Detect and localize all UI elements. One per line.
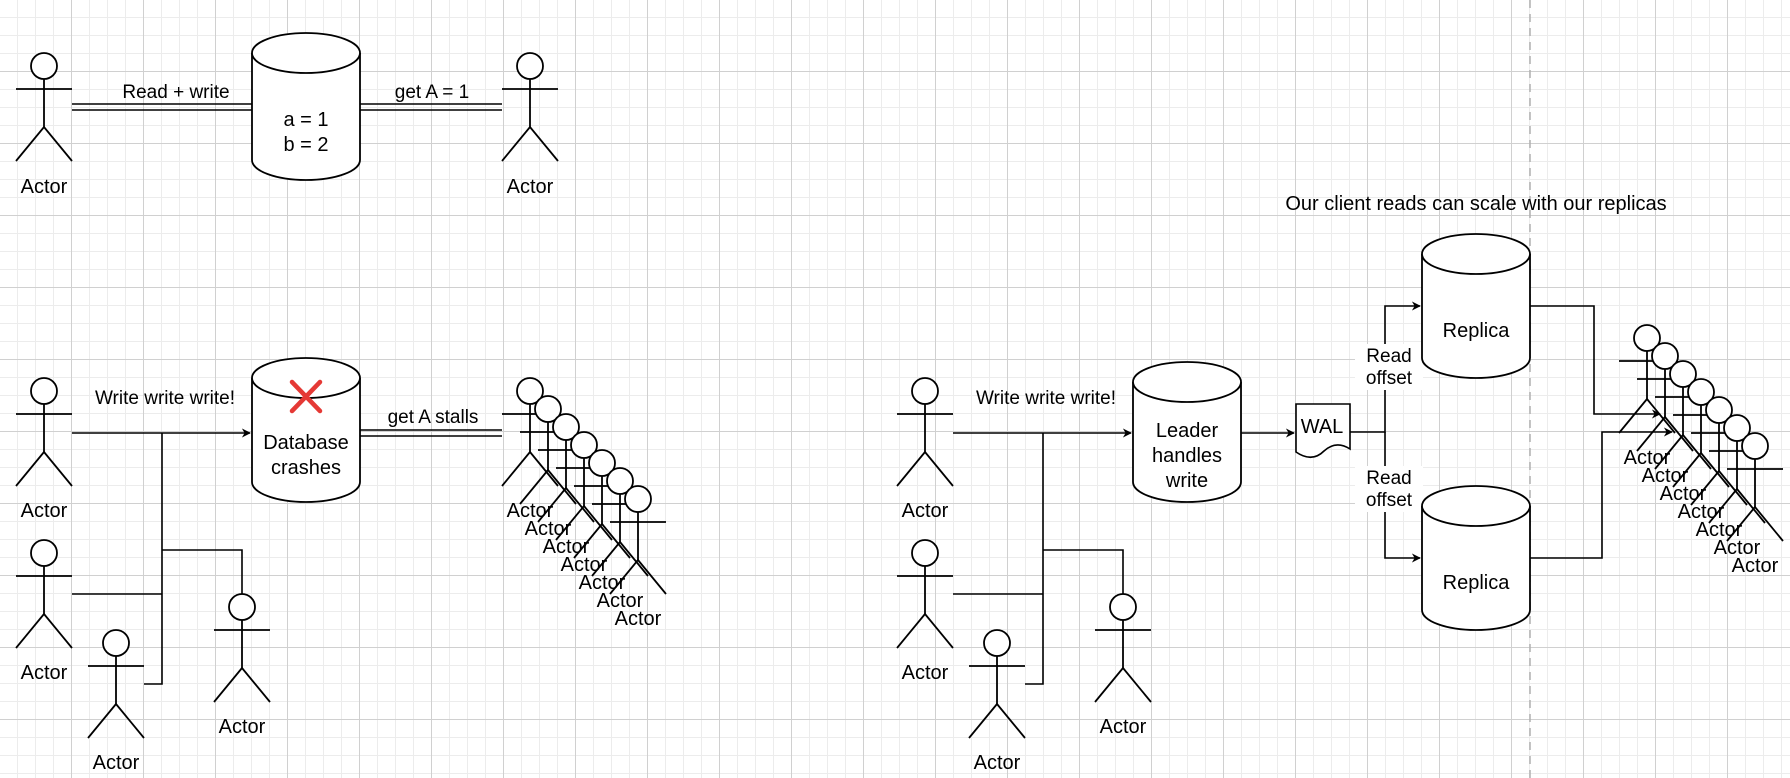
replica-read-connectors[interactable] bbox=[1530, 305, 1673, 559]
crashed-database[interactable] bbox=[251, 357, 361, 503]
actor-label: Actor bbox=[21, 176, 68, 198]
leader-write-connectors[interactable] bbox=[953, 428, 1132, 685]
edge-label-write-write: Write write write! bbox=[95, 388, 235, 409]
stalled-reader-actor-2[interactable] bbox=[519, 395, 577, 505]
edge-label-bg bbox=[1355, 344, 1423, 390]
get-a-connector[interactable] bbox=[360, 103, 502, 111]
stalled-reader-actor-6[interactable] bbox=[591, 467, 649, 577]
leader-database[interactable] bbox=[1132, 361, 1242, 503]
stalled-read-connector[interactable] bbox=[360, 429, 502, 437]
replica-label-bottom: Replica bbox=[1443, 572, 1511, 594]
edge-label-get-a: get A = 1 bbox=[395, 82, 470, 103]
leader-label-line1: Leader bbox=[1156, 420, 1219, 442]
top-right-actor[interactable] bbox=[501, 52, 559, 162]
client-actor-1[interactable] bbox=[896, 377, 954, 487]
edge-label-read-write: Read + write bbox=[122, 82, 229, 103]
client-actor-4[interactable] bbox=[1094, 593, 1152, 703]
actor-label: Actor bbox=[219, 716, 266, 738]
wal-label: WAL bbox=[1301, 416, 1344, 438]
writer-actor-1[interactable] bbox=[15, 377, 73, 487]
writer-actor-3[interactable] bbox=[87, 629, 145, 739]
actor-label: Actor bbox=[902, 500, 949, 522]
read-write-connector[interactable] bbox=[72, 103, 252, 111]
client-actor-3[interactable] bbox=[968, 629, 1026, 739]
write-connectors[interactable] bbox=[72, 428, 251, 685]
actor-label: Actor bbox=[507, 176, 554, 198]
edge-label-write-write: Write write write! bbox=[976, 388, 1116, 409]
writer-actor-2[interactable] bbox=[15, 539, 73, 649]
edge-label-read-offset-bottom: Read bbox=[1366, 468, 1411, 489]
replica-database-bottom[interactable] bbox=[1421, 485, 1531, 631]
actor-label: Actor bbox=[902, 662, 949, 684]
edge-label-read-offset-top: offset bbox=[1366, 368, 1413, 389]
actor-label: Actor bbox=[93, 752, 140, 774]
leader-label-line2: handles bbox=[1152, 445, 1222, 467]
stalled-reader-actor-3[interactable] bbox=[537, 413, 595, 523]
replica-reader-actor-6[interactable] bbox=[1708, 414, 1766, 524]
stalled-reader-actor-4[interactable] bbox=[555, 431, 613, 541]
crash-x-icon bbox=[289, 379, 323, 414]
edge-label-bg bbox=[1355, 466, 1423, 512]
edge-label-read-offset-bottom: offset bbox=[1366, 490, 1413, 511]
edge-label-read-offset-top: Read bbox=[1366, 346, 1411, 367]
actor-label: Actor bbox=[1100, 716, 1147, 738]
actor-label: Actor bbox=[974, 752, 1021, 774]
replica-reader-actor-7[interactable] bbox=[1726, 432, 1784, 542]
wal-document[interactable] bbox=[1295, 403, 1351, 459]
replica-database-top[interactable] bbox=[1421, 233, 1531, 379]
top-left-actor[interactable] bbox=[15, 52, 73, 162]
actor-label: Actor bbox=[615, 608, 662, 630]
stalled-reader-actor-7[interactable] bbox=[609, 485, 667, 595]
actor-label: Actor bbox=[597, 590, 644, 612]
db-label-line1: Database bbox=[263, 432, 349, 454]
db-label-line2: crashes bbox=[271, 457, 341, 479]
actor-label: Actor bbox=[1714, 537, 1761, 559]
replica-reader-actor-2[interactable] bbox=[1636, 342, 1694, 452]
edge-label-stalls: get A stalls bbox=[388, 407, 479, 428]
actor-label: Actor bbox=[21, 662, 68, 684]
replica-label-top: Replica bbox=[1443, 320, 1511, 342]
replication-connectors[interactable] bbox=[1350, 301, 1421, 563]
db-value-a: a = 1 bbox=[283, 109, 328, 131]
client-actor-2[interactable] bbox=[896, 539, 954, 649]
actor-label: Actor bbox=[1732, 555, 1779, 577]
top-database[interactable] bbox=[251, 32, 361, 181]
caption-text: Our client reads can scale with our repl… bbox=[1285, 193, 1666, 215]
db-value-b: b = 2 bbox=[283, 134, 328, 156]
leader-label-line3: write bbox=[1165, 470, 1208, 492]
actor-label: Actor bbox=[21, 500, 68, 522]
writer-actor-4[interactable] bbox=[213, 593, 271, 703]
replica-reader-actor-5[interactable] bbox=[1690, 396, 1748, 506]
